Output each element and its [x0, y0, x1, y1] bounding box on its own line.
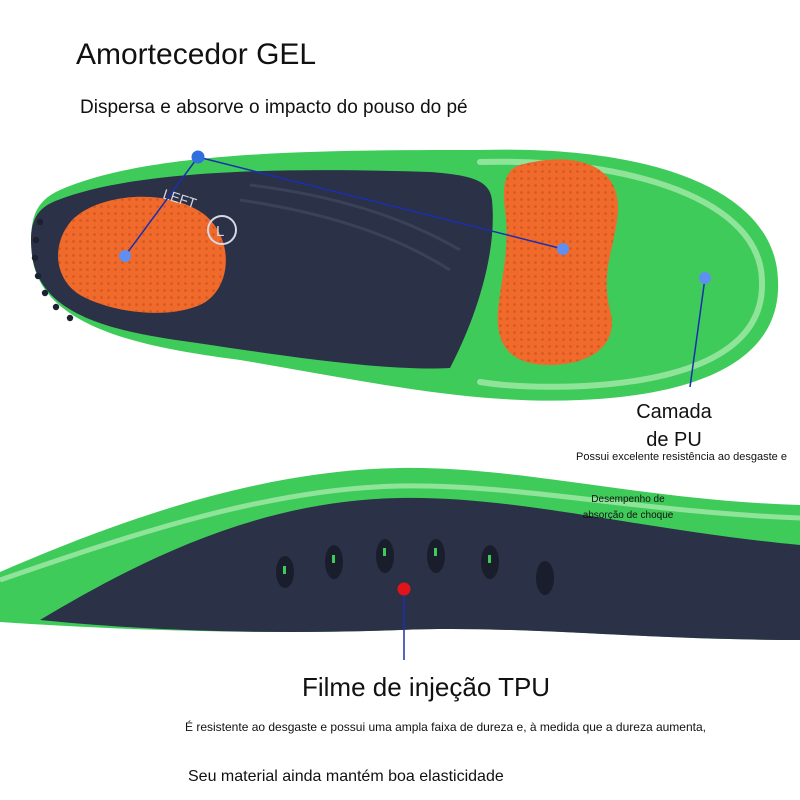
- heel-pointer-dot: [119, 250, 131, 262]
- side-navy-body: [40, 497, 800, 640]
- pu-pointer-dot: [699, 272, 711, 284]
- side-vent-glints: [283, 548, 491, 574]
- pu-description-line1: Possui excelente resistência ao desgaste…: [576, 451, 787, 463]
- callout-pointers: [124, 156, 706, 660]
- insole-side-view: [0, 467, 800, 640]
- gel-pointer-line-heel: [124, 156, 199, 257]
- gel-pointer-line-forefoot: [197, 156, 564, 250]
- heel-gel-texture: [58, 196, 226, 313]
- gel-title: Amortecedor GEL: [76, 38, 317, 71]
- tpu-pointer-dot: [397, 582, 411, 596]
- tpu-description-line1: É resistente ao desgaste e possui uma am…: [185, 720, 706, 734]
- forefoot-pointer-dot: [557, 243, 569, 255]
- pu-pointer-line: [689, 277, 706, 388]
- insole-green-rim: [477, 158, 766, 390]
- insole-top-view: LEFT L: [31, 149, 779, 401]
- arch-texture: [239, 183, 461, 272]
- gel-description: Dispersa e absorve o impacto do pouso do…: [80, 97, 468, 118]
- callout-dots: [119, 150, 711, 596]
- tpu-description-line2: Seu material ainda mantém boa elasticida…: [188, 768, 504, 785]
- side-badge-text: L: [216, 223, 224, 240]
- pu-description-line2: Desempenho de absorção de choque: [582, 494, 674, 521]
- forefoot-gel-texture: [497, 159, 619, 365]
- side-green-highlight: [0, 483, 800, 583]
- gel-pointer-dot: [191, 150, 205, 164]
- side-badge-circle: [207, 215, 237, 245]
- pu-title: Camada de PU: [636, 401, 712, 451]
- heel-vent-dots: [31, 218, 74, 322]
- tpu-title: Filme de injeção TPU: [302, 672, 551, 702]
